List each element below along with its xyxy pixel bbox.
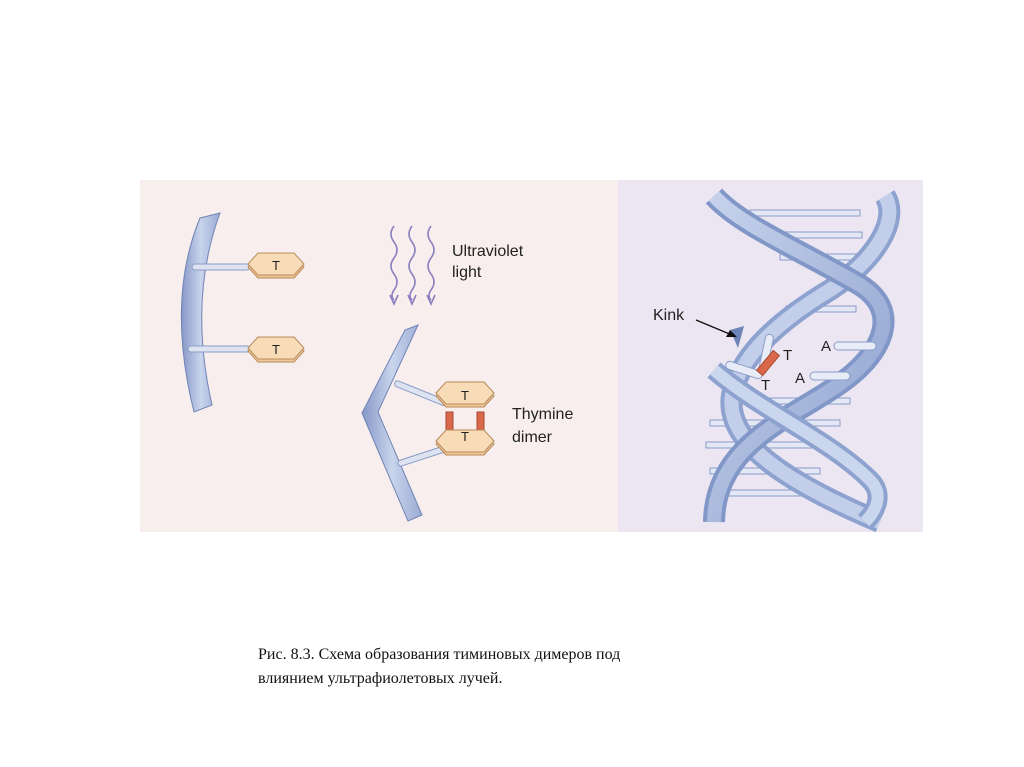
dimer-t-label-bottom: T [461, 429, 469, 444]
kink-label: Kink [653, 307, 685, 324]
helix-t-label-lower: T [761, 377, 770, 394]
caption-line-2: влиянием ультрафиолетовых лучей. [258, 670, 503, 687]
thymine-hexagon-icon: T [247, 336, 305, 363]
thymine-hexagon-icon: T [435, 381, 495, 408]
caption-line-1: Рис. 8.3. Схема образования тиминовых ди… [258, 646, 621, 663]
ultraviolet-label-line1: Ultraviolet [452, 243, 524, 260]
thymine-dimer-label-line2: dimer [512, 429, 553, 446]
figure-caption: Рис. 8.3. Схема образования тиминовых ди… [258, 643, 818, 691]
base-t-label-top: T [272, 258, 280, 273]
normal-strand-group: T T [180, 212, 305, 413]
dna-helix-icon [703, 188, 901, 532]
kink-thymine-rod-lower [725, 360, 763, 380]
sugar-link-top [191, 263, 251, 271]
thymine-hexagon-icon: T [247, 252, 305, 279]
ultraviolet-label-line2: light [452, 264, 482, 281]
uv-wave-arrow-icon [389, 225, 399, 306]
adenine-rod-upper [833, 341, 877, 351]
backbone-curved [180, 212, 221, 413]
adenine-rod-lower [809, 371, 851, 381]
left-panel [140, 180, 618, 532]
kink-pointer-arrow [695, 319, 737, 337]
thymine-hexagon-icon: T [435, 429, 495, 456]
helix-a-label-upper: A [821, 338, 831, 355]
helix-t-label-upper: T [783, 347, 792, 364]
helix-a-label-lower: A [795, 370, 805, 387]
backbone-kinked [361, 324, 423, 522]
thymine-dimer-diagram: T T Ultraviolet light [140, 180, 923, 532]
sugar-link-bottom [187, 345, 251, 353]
uv-wave-arrow-icon [407, 225, 417, 306]
uv-light-group [389, 225, 436, 306]
kink-dimer-bond [755, 349, 781, 377]
base-t-label-bottom: T [272, 342, 280, 357]
dimer-t-label-top: T [461, 388, 469, 403]
uv-wave-arrow-icon [426, 225, 436, 306]
thymine-dimer-label-line1: Thymine [512, 406, 573, 423]
dimer-strand-group: T T [361, 324, 495, 522]
